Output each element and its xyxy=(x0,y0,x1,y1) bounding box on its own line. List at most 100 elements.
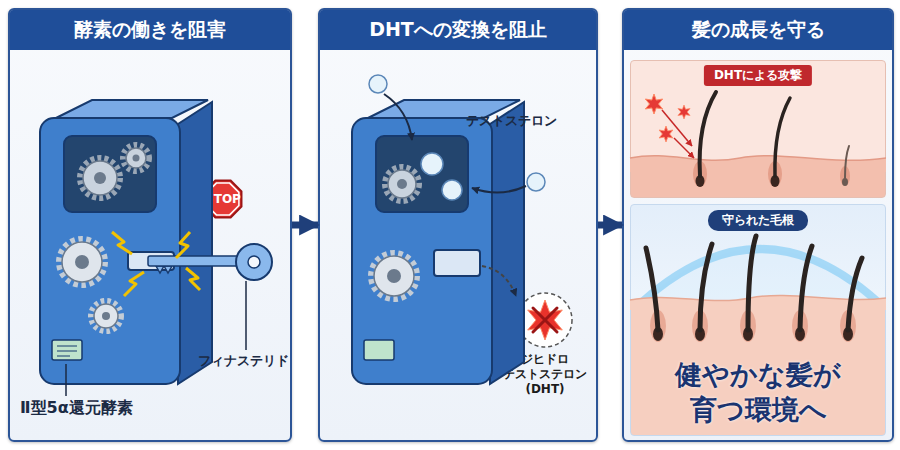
hair-bulb xyxy=(653,327,663,341)
inhibitor-key xyxy=(148,244,272,280)
hair xyxy=(700,92,716,176)
gear-body xyxy=(62,242,102,282)
gear xyxy=(59,239,105,285)
machine-side xyxy=(178,102,212,384)
follicle xyxy=(768,161,782,187)
hair xyxy=(775,98,790,176)
attacked-scalp xyxy=(630,92,886,187)
machine-window xyxy=(376,136,468,212)
input-arrow xyxy=(472,186,526,193)
machine-screen xyxy=(52,340,82,360)
panel-header: DHTへの変換を阻止 xyxy=(320,10,596,50)
step-arrow xyxy=(598,222,622,229)
spark xyxy=(186,268,200,290)
hair-bulb xyxy=(771,175,780,187)
hair xyxy=(646,248,658,330)
gear-teeth xyxy=(59,239,105,285)
testosterone-ball xyxy=(421,153,443,175)
dashed-circle xyxy=(518,293,572,347)
gear-body xyxy=(374,256,414,296)
hair-bulb xyxy=(795,327,805,341)
gear-body xyxy=(94,304,118,328)
protected-scalp xyxy=(630,236,886,342)
skin-surface xyxy=(630,295,886,300)
gear-hub xyxy=(397,179,407,189)
testosterone-ball xyxy=(527,173,545,191)
healthy-hairs xyxy=(646,236,862,330)
weak-hair xyxy=(845,146,849,178)
leader-line xyxy=(245,281,247,350)
gear-teeth xyxy=(91,301,121,331)
hair xyxy=(700,244,712,330)
hair-bulb xyxy=(743,327,753,341)
gear-body xyxy=(388,170,416,198)
enzyme-machine xyxy=(352,100,524,384)
gear-hub xyxy=(133,155,140,162)
hair-bulb xyxy=(696,175,705,187)
skin xyxy=(630,295,886,310)
slogan-text: 健やかな髪が 育つ環境へ xyxy=(631,357,885,427)
stop-text: STOP xyxy=(200,178,246,220)
testosterone-ball xyxy=(442,180,462,200)
dht-burst xyxy=(659,126,673,142)
spark xyxy=(176,232,190,258)
hair-bulb xyxy=(842,178,848,186)
key-bow xyxy=(236,244,272,280)
gear xyxy=(123,145,149,171)
protective-shield xyxy=(642,249,878,302)
hair xyxy=(748,236,756,330)
gear-hub xyxy=(94,172,106,184)
part-label: テストステロン xyxy=(466,112,557,130)
machine-top xyxy=(56,100,208,118)
follicle xyxy=(740,310,756,342)
blocked-output-arrow xyxy=(482,266,516,296)
machine-side xyxy=(490,102,524,384)
connector-group xyxy=(292,225,622,226)
spark xyxy=(112,232,132,254)
follicle xyxy=(650,310,666,342)
gear-body xyxy=(126,148,146,168)
panel-tag: DHTによる攻撃 xyxy=(704,65,812,86)
red-burst xyxy=(528,300,563,340)
machine-front xyxy=(40,118,180,384)
gear-teeth xyxy=(385,167,419,201)
panel-tag: 守られた毛根 xyxy=(708,210,808,231)
gear xyxy=(91,301,121,331)
hair-bulb xyxy=(695,327,705,341)
stop-sign: STOP xyxy=(200,178,246,220)
circle-outline xyxy=(497,290,593,350)
panel-header: 酵素の働きを阻害 xyxy=(10,10,290,50)
machine-front xyxy=(352,118,492,384)
follicle xyxy=(840,310,856,342)
part-label: フィナステリド xyxy=(198,352,289,370)
leader-line xyxy=(65,364,67,396)
dht-burst xyxy=(645,94,662,114)
blocked-mark xyxy=(528,300,563,340)
gear-hub xyxy=(75,255,89,269)
machine-window xyxy=(64,136,156,212)
scalp-panel: DHTによる攻撃 xyxy=(630,60,886,198)
key-slot xyxy=(128,252,174,270)
blocked-product: ジヒドロ テストステロン (DHT) xyxy=(497,290,593,402)
machine-screen xyxy=(364,340,394,360)
follicle xyxy=(693,161,707,187)
hair xyxy=(848,258,862,330)
output-slot xyxy=(434,250,480,276)
key-teeth xyxy=(156,266,172,273)
gear-teeth xyxy=(123,145,149,171)
enzyme-machine xyxy=(40,100,212,384)
gear xyxy=(80,158,120,198)
gear-teeth xyxy=(371,253,417,299)
step-panel: 酵素の働きを阻害 STOP xyxy=(8,8,292,442)
skin xyxy=(630,156,886,172)
cross-mark xyxy=(533,308,557,332)
scalp-panel: 守られた毛根健やかな髪が 育つ環境へ xyxy=(630,204,886,436)
attack-arrow xyxy=(662,110,692,146)
step-arrow xyxy=(292,222,318,229)
gear-hub xyxy=(387,269,401,283)
hair-bulb xyxy=(843,327,853,341)
